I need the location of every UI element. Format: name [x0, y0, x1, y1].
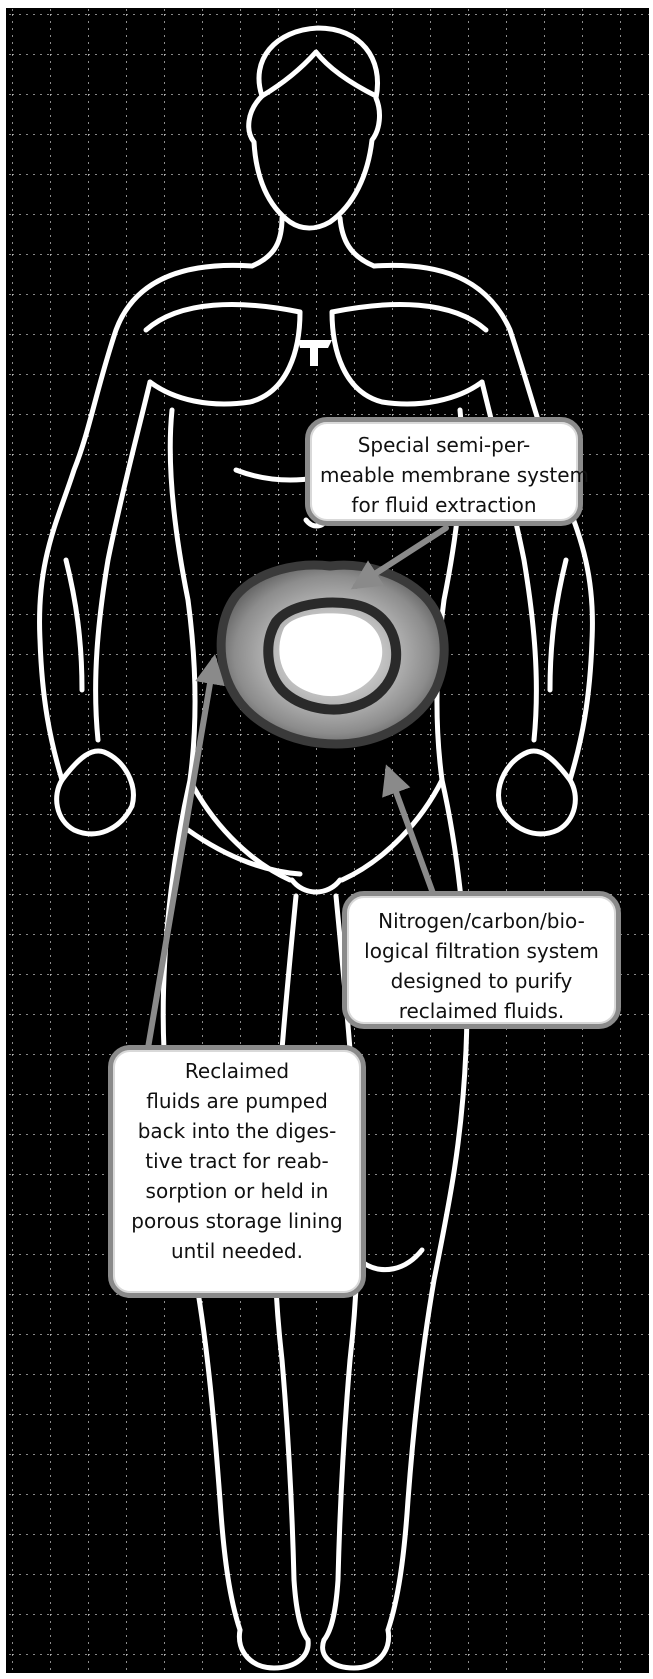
- callout-reclaimed-line-1: Reclaimed: [123, 1056, 351, 1086]
- callout-reclaimed-line-3: back into the diges-: [123, 1116, 351, 1146]
- callout-reclaimed-line-7: until needed.: [123, 1236, 351, 1266]
- callout-membrane-line-2: meable membrane system: [320, 460, 568, 490]
- callout-reclaimed-line-4: tive tract for reab-: [123, 1146, 351, 1176]
- callout-reclaimed-fluids: Reclaimed fluids are pumped back into th…: [108, 1045, 366, 1298]
- callout-membrane-line-1: Special semi-per-: [320, 430, 568, 460]
- callout-filtration-line-2: logical filtration system: [357, 936, 606, 966]
- callout-filtration-line-4: reclaimed fluids.: [357, 996, 606, 1026]
- callout-membrane-line-3: for fluid extraction: [320, 490, 568, 520]
- callout-filtration-system: Nitrogen/carbon/bio- logical filtration …: [342, 891, 621, 1029]
- callout-membrane-system: Special semi-per- meable membrane system…: [305, 417, 583, 526]
- callout-filtration-line-1: Nitrogen/carbon/bio-: [357, 906, 606, 936]
- callout-filtration-line-3: designed to purify: [357, 966, 606, 996]
- callout-reclaimed-line-2: fluids are pumped: [123, 1086, 351, 1116]
- filtration-organ: [221, 565, 444, 744]
- callout-reclaimed-line-6: porous storage lining: [123, 1206, 351, 1236]
- grid-overlay: [6, 8, 649, 1673]
- callout-reclaimed-line-5: sorption or held in: [123, 1176, 351, 1206]
